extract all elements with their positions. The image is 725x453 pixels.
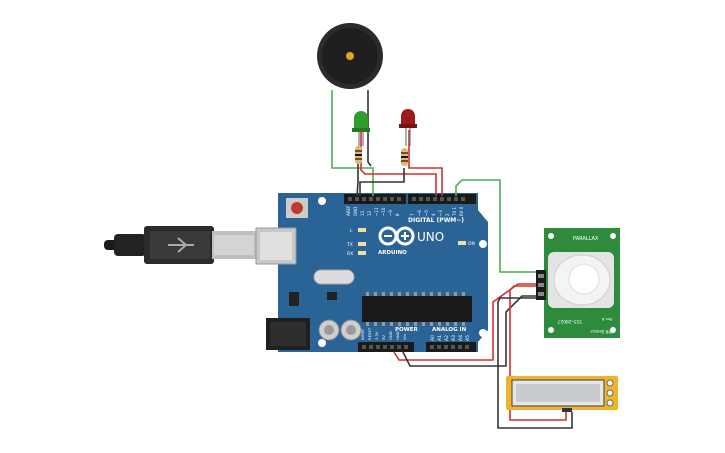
pin-label-11: ~11 (374, 207, 379, 216)
pin-label-gnd-2: GND (395, 331, 400, 340)
led-label-rx: RX (347, 251, 353, 257)
usb-cable (104, 226, 256, 264)
wire-red-led-ground[interactable] (359, 168, 405, 196)
wire-buzzer-signal[interactable] (331, 90, 374, 196)
pin-label-a0: A0 (430, 335, 436, 341)
pin-label-reset: RESET (367, 327, 372, 340)
wire-red-led-anode[interactable] (408, 130, 443, 196)
green-led[interactable] (352, 111, 370, 146)
pir-rev-label: Rev B (601, 317, 612, 321)
pin-label-7: 7 (410, 213, 415, 216)
wire-pir-power[interactable] (393, 283, 544, 361)
wires (331, 90, 573, 429)
pin-label-12: 12 (367, 210, 372, 216)
board-model-label: UNO (417, 230, 444, 244)
arduino-infinity-logo-icon (378, 226, 415, 246)
red-led[interactable] (399, 109, 417, 146)
wire-meter-positive[interactable] (509, 285, 567, 421)
pin-label-aref: AREF (346, 205, 351, 216)
reset-button[interactable] (291, 202, 303, 214)
resistor-red-led[interactable] (401, 148, 408, 166)
led-label-on: ON (468, 241, 475, 247)
pin-label-5: ~5 (424, 210, 429, 216)
wire-buzzer-ground[interactable] (367, 90, 372, 167)
arduino-logo-text: ARDUINO (378, 250, 407, 256)
wire-pir-ground[interactable] (402, 295, 544, 367)
pin-label-rx0: RX 0 (459, 206, 464, 216)
pin-label-a4: A4 (458, 335, 464, 341)
resistor-green-led[interactable] (355, 146, 362, 164)
pin-label-vin: Vin (402, 333, 407, 340)
lcd-display-module[interactable] (506, 376, 618, 412)
pin-label-3: ~3 (438, 210, 443, 216)
pin-label-6: ~6 (417, 210, 422, 216)
arduino-uno-board: AREF GND 13 12 ~11 ~10 ~9 8 7 ~6 ~5 4 ~3… (255, 193, 488, 352)
atmega-chip (362, 296, 472, 322)
pir-brand-label: PARALLAX (573, 236, 599, 242)
pin-label-ioref: IOREF (360, 329, 365, 340)
analog-header-label: ANALOG IN (432, 327, 467, 333)
pin-label-a3: A3 (451, 335, 457, 341)
pir-model-label: 555-28027 (557, 318, 582, 324)
wire-meter-negative[interactable] (497, 297, 573, 429)
pin-label-gnd: GND (353, 207, 358, 216)
pin-label-5v: 5V (381, 335, 386, 340)
pin-label-8: 8 (395, 213, 400, 216)
pin-label-a1: A1 (437, 335, 443, 341)
led-label-l: L (350, 228, 353, 234)
pin-label-10: ~10 (381, 207, 386, 216)
pin-label-13: 13 (360, 210, 365, 216)
pin-label-a2: A2 (444, 335, 450, 341)
wire-pir-signal[interactable] (455, 179, 544, 273)
pin-label-gnd-1: GND (388, 331, 393, 340)
pir-sensor[interactable]: PARALLAX 555-28027 Rev B PIR Sensor (536, 228, 620, 338)
digital-header-label: DIGITAL (PWM~) (408, 217, 464, 224)
led-label-tx: TX (346, 242, 353, 248)
usb-symbol-icon (168, 237, 194, 253)
pin-label-4: 4 (431, 213, 436, 216)
pin-label-9: ~9 (388, 210, 393, 216)
pir-sensor-label: PIR Sensor (590, 329, 612, 334)
pin-label-a5: A5 (465, 335, 471, 341)
power-header-label: POWER (395, 327, 419, 333)
pin-label-tx1: TX 1 (452, 207, 457, 217)
pin-label-2: 2 (445, 213, 450, 216)
piezo-buzzer[interactable] (317, 23, 383, 89)
pin-label-3v3: 3.3V (374, 331, 379, 340)
